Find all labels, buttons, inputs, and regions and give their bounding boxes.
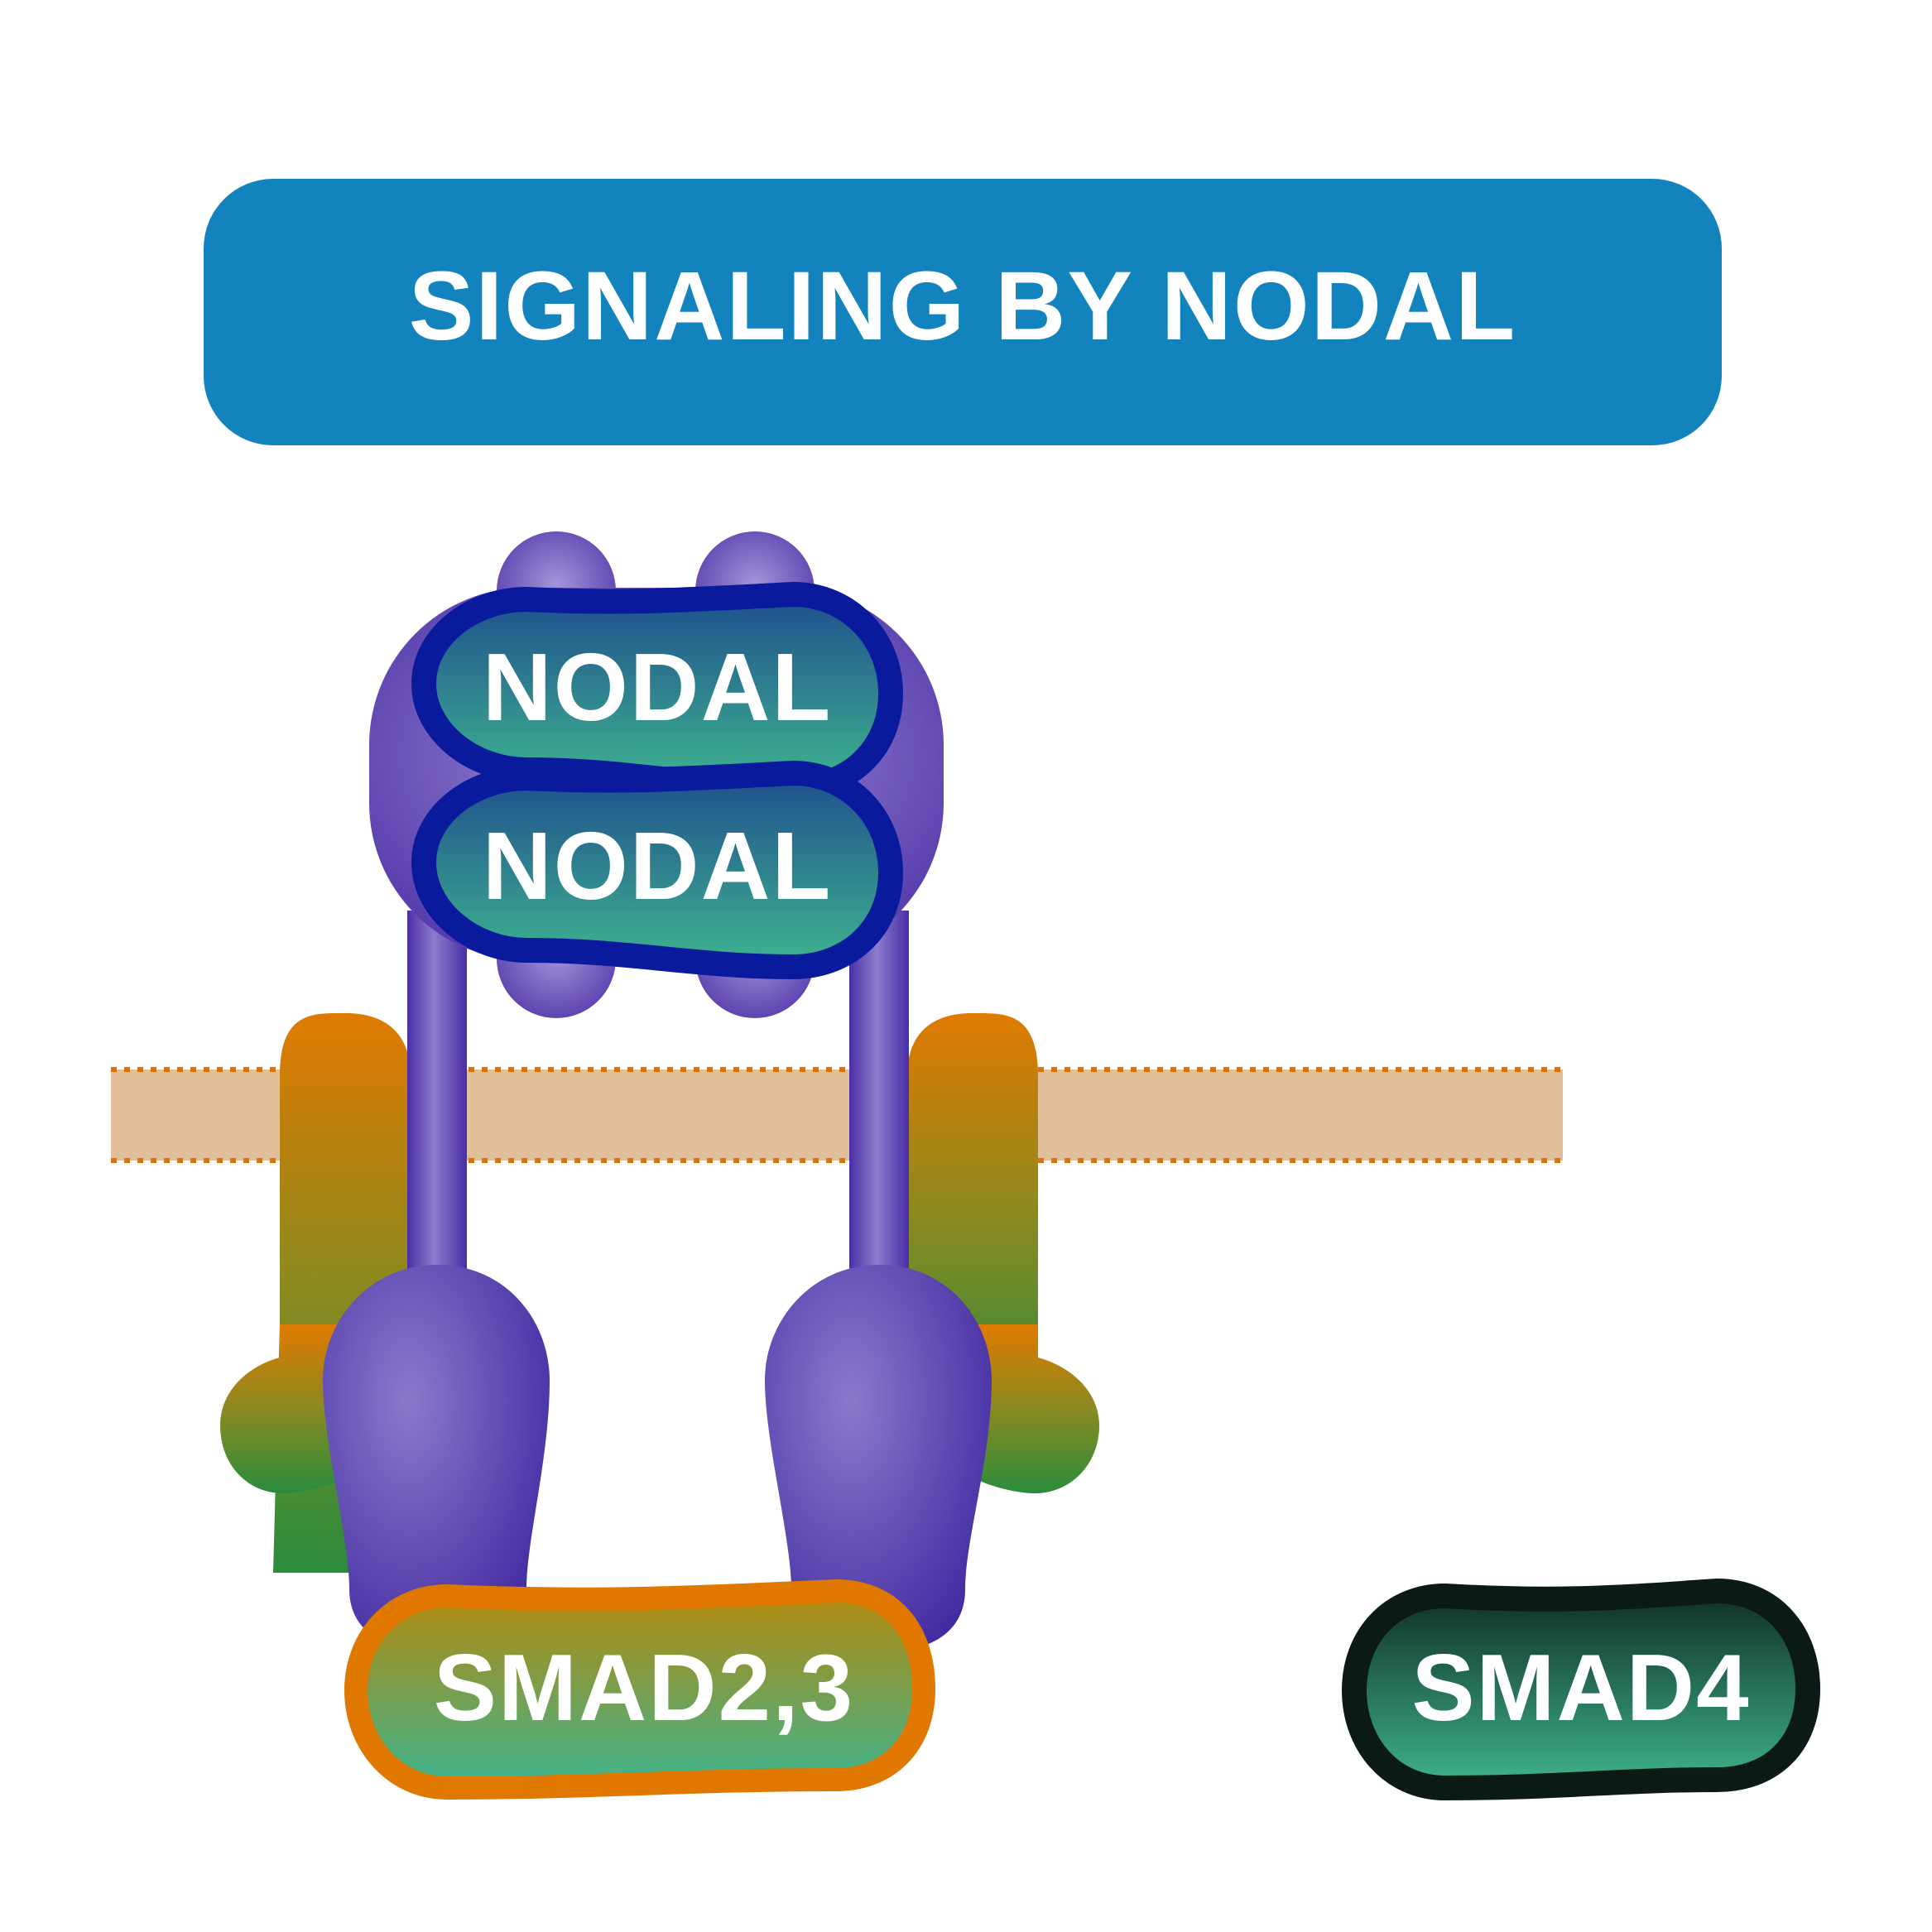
receptor-kinase-left	[323, 1265, 550, 1652]
nodal-ligand-top: NODAL	[411, 581, 904, 801]
smad4-label: SMAD4	[1411, 1636, 1750, 1741]
diagram-title: SIGNALING BY NODAL	[409, 252, 1516, 361]
title-banner: SIGNALING BY NODAL	[204, 179, 1722, 445]
receptor-stalk-left	[407, 911, 467, 1283]
smad4-protein: SMAD4	[1341, 1578, 1821, 1801]
smad23-protein: SMAD2,3	[344, 1579, 936, 1800]
receptor-stalk-right	[849, 911, 909, 1283]
nodal-ligand-bottom: NODAL	[411, 760, 904, 980]
nodal-label-bottom: NODAL	[483, 812, 832, 920]
nodal-label-top: NODAL	[483, 633, 832, 741]
receptor-kinase-right	[765, 1265, 992, 1652]
smad23-label: SMAD2,3	[434, 1636, 854, 1741]
